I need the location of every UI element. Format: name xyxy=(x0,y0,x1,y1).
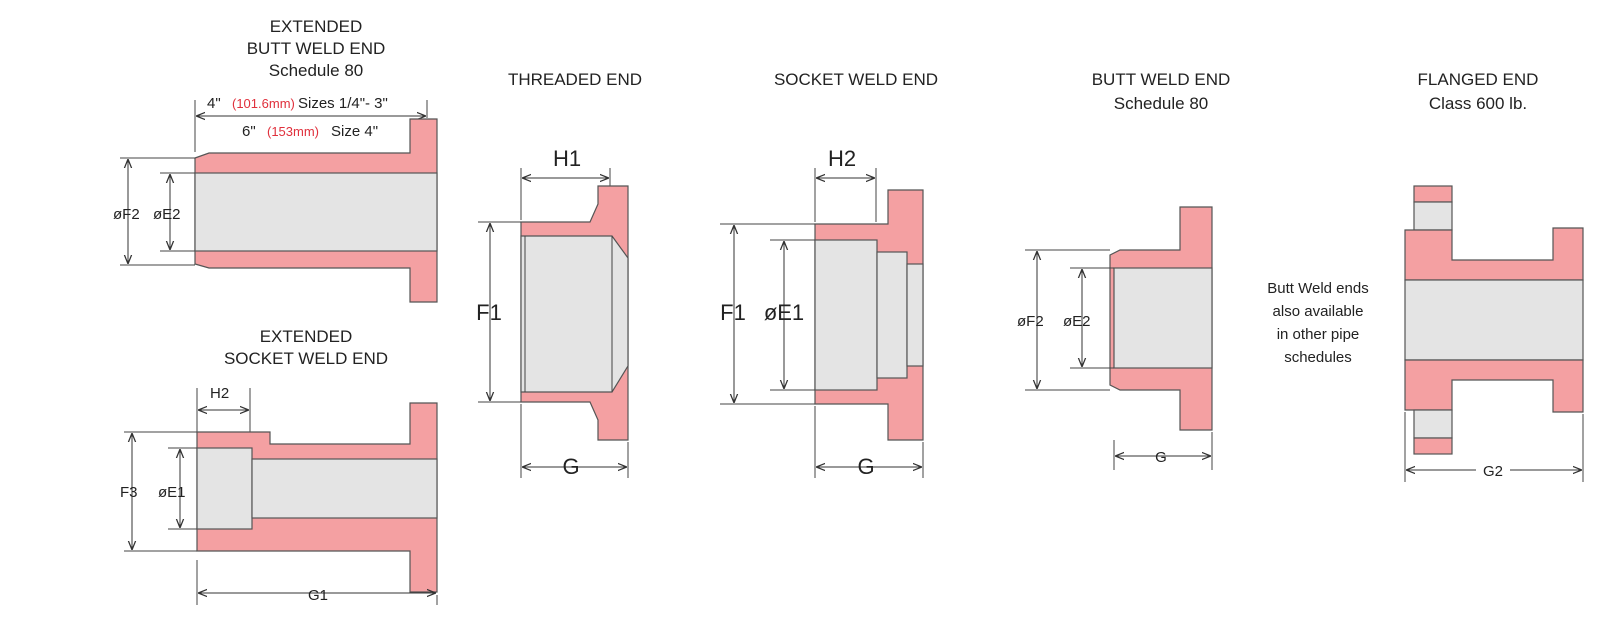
ebw-bore xyxy=(194,172,438,252)
esw-title-line2: SOCKET WELD END xyxy=(224,349,388,368)
ebw-length-2-sizes: Size 4" xyxy=(331,123,378,140)
ebw-title-line3: Schedule 80 xyxy=(269,61,364,80)
extended-socket-weld-end: EXTENDED SOCKET WELD END H2 F3 øE1 G1 xyxy=(120,327,438,605)
threaded-end: THREADED END H1 F1 G xyxy=(476,70,642,479)
flange-bottom-bolt-hole xyxy=(1413,409,1453,439)
ebw-outer-diameter-label: øF2 xyxy=(113,206,140,223)
butt-weld-e2-label: øE2 xyxy=(1063,313,1091,330)
flanged-title-line1: FLANGED END xyxy=(1418,70,1539,89)
schedule-note: Butt Weld ends also available in other p… xyxy=(1267,280,1368,366)
ebw-inner-diameter-label: øE2 xyxy=(153,206,181,223)
flange-top-body xyxy=(1404,227,1584,281)
extended-butt-weld-end: EXTENDED BUTT WELD END Schedule 80 4" (1… xyxy=(113,17,438,303)
note-line2: also available xyxy=(1273,303,1364,320)
esw-bore xyxy=(251,458,438,519)
socket-weld-step-bore xyxy=(876,251,908,379)
butt-weld-bore xyxy=(1113,267,1213,369)
flanged-title-line2: Class 600 lb. xyxy=(1429,94,1527,113)
esw-outer-diameter-label: F3 xyxy=(120,484,138,501)
ebw-length-2-mm: (153mm) xyxy=(267,124,319,139)
note-line3: in other pipe xyxy=(1277,326,1360,343)
ebw-title-line1: EXTENDED xyxy=(270,17,363,36)
socket-weld-h2-label: H2 xyxy=(828,146,856,171)
socket-weld-end: SOCKET WELD END H2 F1 øE1 G xyxy=(720,70,938,479)
socket-weld-title: SOCKET WELD END xyxy=(774,70,938,89)
flange-bottom-outer xyxy=(1413,437,1453,455)
flange-bottom-body xyxy=(1404,359,1584,413)
ebw-length-2: 6" xyxy=(242,123,256,140)
ebw-title-line2: BUTT WELD END xyxy=(247,39,386,58)
note-line1: Butt Weld ends xyxy=(1267,280,1368,297)
flange-top-outer xyxy=(1413,185,1453,203)
flange-top-bolt-hole xyxy=(1413,201,1453,231)
socket-weld-e1-label: øE1 xyxy=(764,300,804,325)
esw-inner-diameter-label: øE1 xyxy=(158,484,186,501)
flanged-end: FLANGED END Class 600 lb. G2 xyxy=(1404,70,1584,482)
esw-length-label: G1 xyxy=(308,587,328,604)
ebw-length-1-sizes: Sizes 1/4"- 3" xyxy=(298,95,388,112)
butt-weld-title-line2: Schedule 80 xyxy=(1114,94,1209,113)
socket-weld-socket-bore xyxy=(814,239,878,391)
esw-socket-depth-label: H2 xyxy=(210,385,229,402)
socket-weld-g-label: G xyxy=(857,454,874,479)
butt-weld-g-label: G xyxy=(1155,449,1167,466)
flange-bore xyxy=(1404,279,1584,361)
butt-weld-end: BUTT WELD END Schedule 80 øF2 øE2 G xyxy=(1017,70,1230,470)
esw-title-line1: EXTENDED xyxy=(260,327,353,346)
threaded-f1-label: F1 xyxy=(476,300,502,325)
note-line4: schedules xyxy=(1284,349,1352,366)
socket-weld-bore xyxy=(906,263,924,367)
flanged-g2-label: G2 xyxy=(1483,463,1503,480)
butt-weld-title-line1: BUTT WELD END xyxy=(1092,70,1231,89)
socket-weld-f1-label: F1 xyxy=(720,300,746,325)
butt-weld-f2-label: øF2 xyxy=(1017,313,1044,330)
ebw-length-1-mm: (101.6mm) xyxy=(232,96,295,111)
threaded-title: THREADED END xyxy=(508,70,642,89)
threaded-h1-label: H1 xyxy=(553,146,581,171)
threaded-g-label: G xyxy=(562,454,579,479)
esw-socket-bore xyxy=(196,447,253,530)
ebw-length-1: 4" xyxy=(207,95,221,112)
